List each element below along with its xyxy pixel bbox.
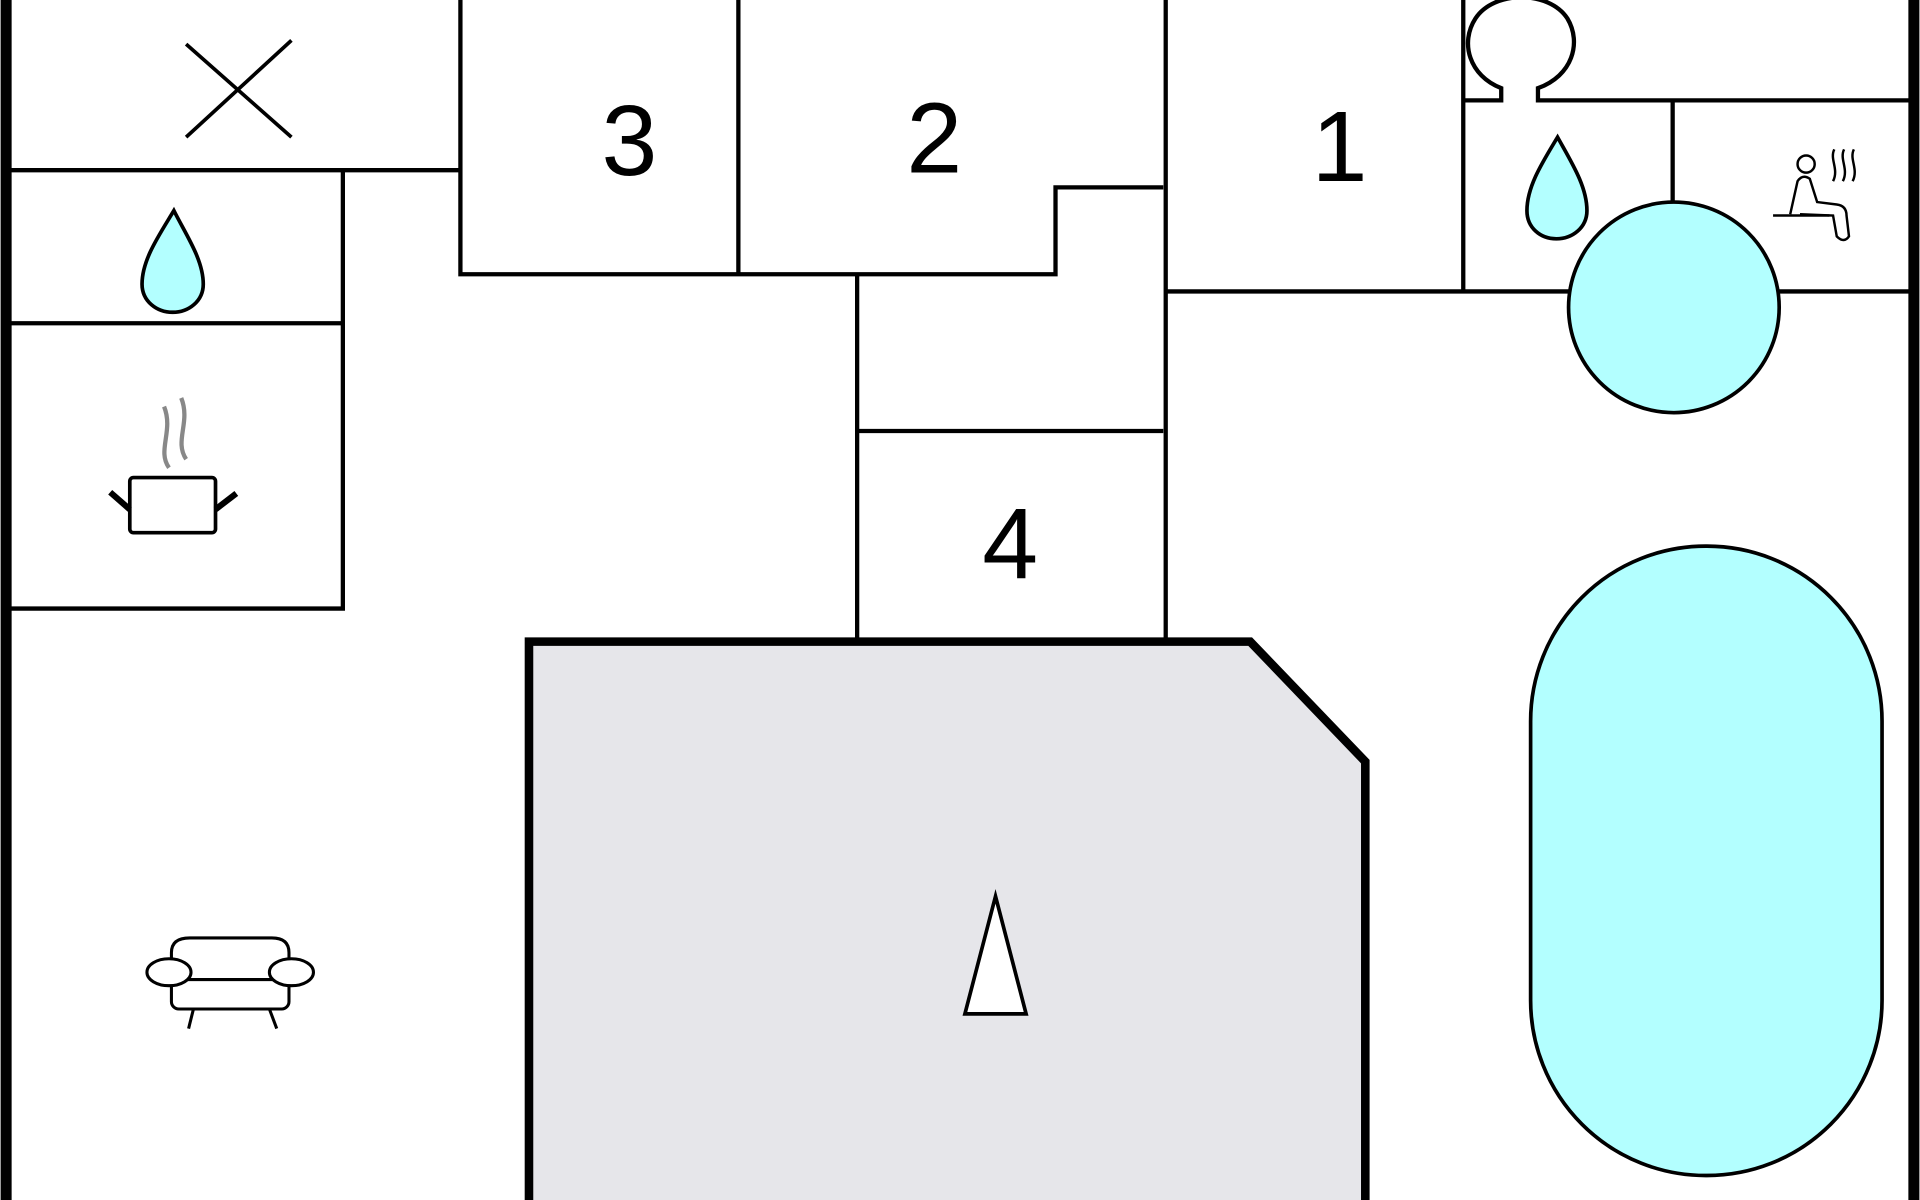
- terrace: [524, 637, 1370, 1200]
- room-label-1: 1: [1312, 91, 1368, 203]
- north-arrow-icon: [962, 889, 1029, 1016]
- room-label-4: 4: [982, 488, 1038, 600]
- central-rooms: [458, 0, 1168, 642]
- left-rooms: [8, 168, 461, 611]
- water-drop-icon: [1525, 133, 1589, 241]
- sofa-icon: [145, 936, 315, 1030]
- cross-icon: [184, 39, 293, 139]
- room-label-3: 3: [601, 85, 657, 197]
- pool: [1528, 544, 1884, 1178]
- sauna-icon: [1773, 148, 1856, 242]
- water-drop-icon: [140, 206, 206, 315]
- room-label-2: 2: [906, 83, 962, 195]
- hot-tub: [1566, 200, 1782, 415]
- right-rooms: [1165, 0, 1911, 294]
- cooking-pot-icon: [108, 397, 239, 535]
